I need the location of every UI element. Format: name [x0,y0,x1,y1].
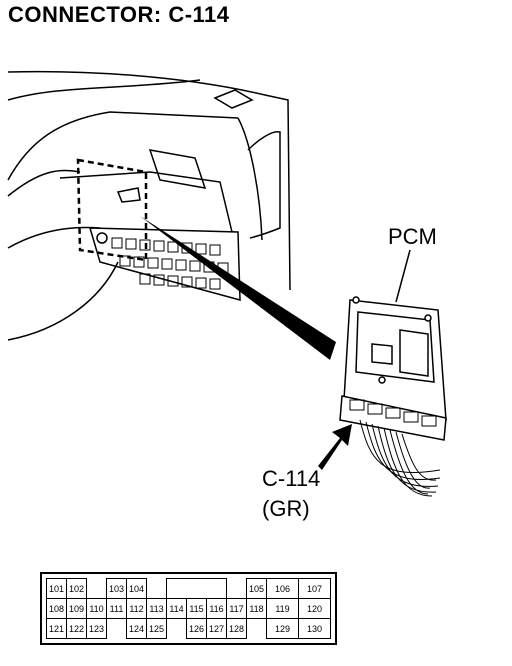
pin-cell-key [166,578,227,599]
pin-cell: 119 [266,598,299,619]
pin-cell-empty [167,619,187,639]
pin-cell: 107 [298,578,331,599]
pin-cell: 123 [86,618,107,639]
pin-cell: 120 [298,598,331,619]
connector-color-label: (GR) [262,496,310,521]
pin-cell-empty [227,579,247,599]
pin-cell: 109 [66,598,87,619]
pin-cell: 102 [66,578,87,599]
pin-cell: 112 [126,598,147,619]
connector-pin-diagram: 101 102 103 104 105 106 107 108 109 110 … [40,572,337,645]
pin-cell: 105 [246,578,267,599]
pin-cell: 125 [146,618,167,639]
pin-cell: 129 [266,618,299,639]
pin-cell: 122 [66,618,87,639]
pin-cell-empty [107,619,127,639]
vehicle-illustration [7,70,447,497]
pin-row-2: 108 109 110 111 112 113 114 115 116 117 … [46,598,331,619]
pin-cell: 121 [46,618,67,639]
pin-cell: 104 [126,578,147,599]
pin-cell: 111 [106,598,127,619]
pin-cell: 114 [166,598,187,619]
pin-row-3: 121 122 123 124 125 126 127 128 129 130 [46,618,331,639]
pcm-label: PCM [388,224,437,249]
pin-cell-empty [147,579,167,599]
pin-cell-empty [87,579,107,599]
pin-grid: 101 102 103 104 105 106 107 108 109 110 … [46,578,331,639]
pin-cell: 128 [226,618,247,639]
pin-cell: 124 [126,618,147,639]
pin-cell: 108 [46,598,67,619]
connector-id-label: C-114 [262,466,321,491]
pin-cell: 130 [298,618,331,639]
pin-cell: 116 [206,598,227,619]
pin-cell: 117 [226,598,247,619]
pin-cell: 101 [46,578,67,599]
pin-cell-empty [247,619,267,639]
pin-cell: 103 [106,578,127,599]
pin-row-1: 101 102 103 104 105 106 107 [46,578,331,599]
pin-cell: 115 [186,598,207,619]
pin-cell: 126 [186,618,207,639]
pin-cell: 110 [86,598,107,619]
pin-cell: 106 [266,578,299,599]
pin-cell: 118 [246,598,267,619]
pin-cell: 127 [206,618,227,639]
pin-cell: 113 [146,598,167,619]
page-title: CONNECTOR: C-114 [8,2,230,27]
